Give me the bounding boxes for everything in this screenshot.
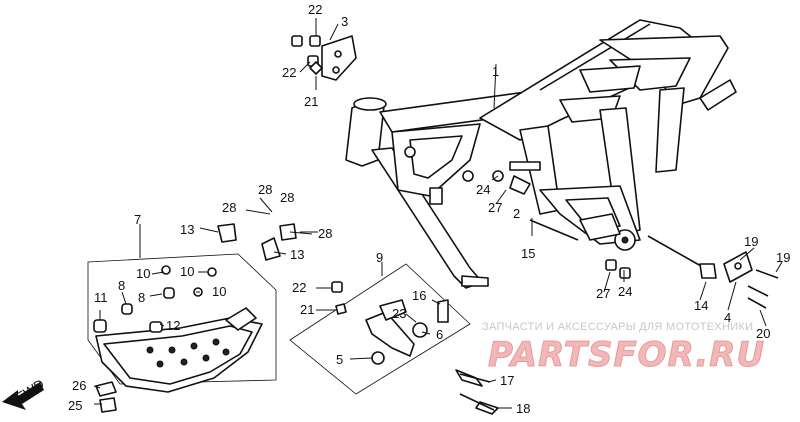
callout-11: 11 [94,290,108,305]
callout-20: 20 [756,326,770,341]
callout-10c: 10 [212,284,226,299]
callout-24b: 24 [618,284,632,299]
callout-4: 4 [724,310,731,325]
callout-22b: 22 [282,65,296,80]
callout-19a: 19 [744,234,758,249]
callout-21a: 21 [304,94,318,109]
callout-6: 6 [436,327,443,342]
callout-28c: 28 [280,190,294,205]
callout-8a: 8 [118,278,125,293]
skid-plate [87,253,277,393]
callout-12: 12 [166,318,180,333]
callout-19b: 19 [776,250,790,265]
callout-5: 5 [336,352,343,367]
callout-23: 23 [392,306,406,321]
engine-hanger-top [291,35,357,81]
leader-lines [93,18,783,409]
watermark: ЗАПЧАСТИ И АКСЕССУАРЫ ДЛЯ МОТОТЕХНИКИ PA… [482,321,765,376]
callout-26: 26 [72,378,86,393]
callout-9: 9 [376,250,383,265]
bracket-group [289,263,471,395]
callout-3: 3 [341,14,348,29]
callout-15: 15 [521,246,535,261]
bolts-rear [95,170,779,415]
callout-10a: 10 [136,266,150,281]
callout-27a: 27 [488,200,502,215]
callout-13b: 13 [290,247,304,262]
fwd-label: FWD [14,376,47,404]
frame-drawing [345,19,737,289]
callout-18: 18 [516,401,530,416]
callout-24a: 24 [476,182,490,197]
fwd-arrow: FWD [2,376,47,410]
side-hardware [217,197,313,261]
callout-numbers: 1 2 3 4 5 6 7 8 8 9 10 10 10 11 12 13 13… [68,2,790,416]
callout-2: 2 [513,206,520,221]
callout-7: 7 [134,212,141,227]
callout-21b: 21 [300,302,314,317]
callout-28a: 28 [222,200,236,215]
callout-27b: 27 [596,286,610,301]
callout-8b: 8 [138,290,145,305]
callout-22a: 22 [308,2,322,17]
watermark-brand: PARTSFOR.RU [488,335,765,375]
callout-14: 14 [694,298,708,313]
callout-10b: 10 [180,264,194,279]
callout-28d: 28 [318,226,332,241]
callout-22c: 22 [292,280,306,295]
callout-13a: 13 [180,222,194,237]
callout-28b: 28 [258,182,272,197]
callout-1: 1 [492,64,499,79]
watermark-caption: ЗАПЧАСТИ И АКСЕССУАРЫ ДЛЯ МОТОТЕХНИКИ [482,321,753,333]
callout-25: 25 [68,398,82,413]
callout-17: 17 [500,373,514,388]
callout-16: 16 [412,288,426,303]
